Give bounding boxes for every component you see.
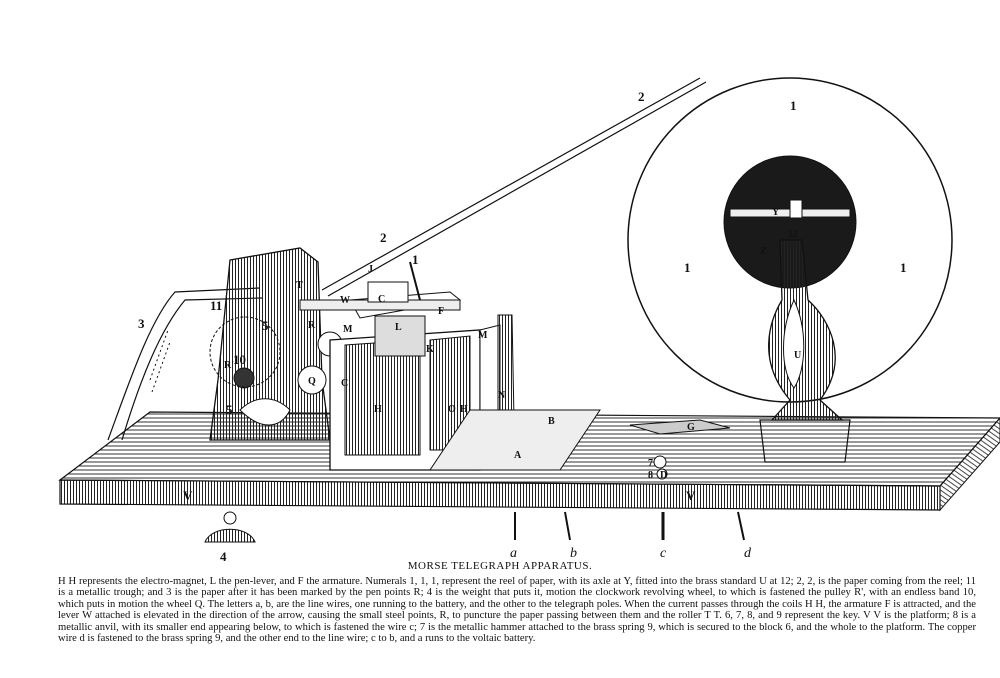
label-axle-y: Y <box>772 207 780 218</box>
paper-strip <box>321 77 707 297</box>
label-h-left: H <box>374 404 382 415</box>
label-reel-top: 1 <box>790 98 797 113</box>
weight <box>204 511 256 543</box>
label-1-small: 1 <box>412 252 419 267</box>
label-trough-11: 11 <box>210 298 222 313</box>
pen-lever <box>299 261 461 311</box>
label-a: A <box>514 450 522 461</box>
figure-description: H H represents the electro-magnet, L the… <box>58 576 976 645</box>
label-n: N <box>498 390 506 401</box>
label-r: R <box>308 320 316 331</box>
label-v-left: V <box>183 488 193 503</box>
label-reel-right: 1 <box>900 260 907 275</box>
label-paper-2-upper: 2 <box>638 89 645 104</box>
label-v-right: V <box>686 488 696 503</box>
label-eight: 8 <box>648 470 653 481</box>
label-standard-12: 12 <box>788 229 798 240</box>
diagram-labels: 1 1 1 Y 12 Z U 2 2 3 11 1 J T W C F M M … <box>138 89 907 564</box>
label-l: L <box>395 322 402 333</box>
line-wires <box>514 511 745 541</box>
label-wire-c: c <box>660 546 667 561</box>
label-hub-z: Z <box>760 246 767 257</box>
label-b: B <box>548 416 555 427</box>
label-five-lower: 5 <box>226 402 233 417</box>
label-j: J <box>368 264 373 275</box>
label-t: T <box>296 280 303 291</box>
label-ten: 10 <box>233 352 246 367</box>
key-assembly <box>629 419 731 480</box>
label-weight-4: 4 <box>220 549 227 564</box>
telegraph-illustration: 1 1 1 Y 12 Z U 2 2 3 11 1 J T W C F M M … <box>58 77 1000 564</box>
label-r-prime: R' <box>224 360 234 371</box>
label-wire-a: a <box>510 546 517 561</box>
label-f: F <box>438 306 444 317</box>
label-reel-left: 1 <box>684 260 691 275</box>
figure-title: MORSE TELEGRAPH APPARATUS. <box>407 560 593 572</box>
label-m-upper: M <box>343 324 353 335</box>
label-wire-b: b <box>570 546 577 561</box>
label-g: G <box>687 422 695 433</box>
label-w: W <box>340 295 350 306</box>
label-wire-d: d <box>744 546 752 561</box>
label-paper-3: 3 <box>138 316 145 331</box>
brass-standard <box>729 199 851 463</box>
label-q: Q <box>308 376 316 387</box>
label-c-upper: C <box>378 294 385 305</box>
label-o: O <box>448 404 456 415</box>
label-c-left: C <box>341 378 348 389</box>
label-h-right: H <box>460 404 468 415</box>
label-paper-2-lower: 2 <box>380 230 387 245</box>
label-standard-u: U <box>794 350 801 361</box>
label-k: K <box>426 344 434 355</box>
label-seven: 7 <box>648 458 653 469</box>
label-d-small: D <box>660 470 667 481</box>
key-block <box>429 409 601 471</box>
paper-trough <box>107 287 263 441</box>
label-m-right: M <box>478 330 488 341</box>
label-five-upper: 5 <box>262 318 269 333</box>
